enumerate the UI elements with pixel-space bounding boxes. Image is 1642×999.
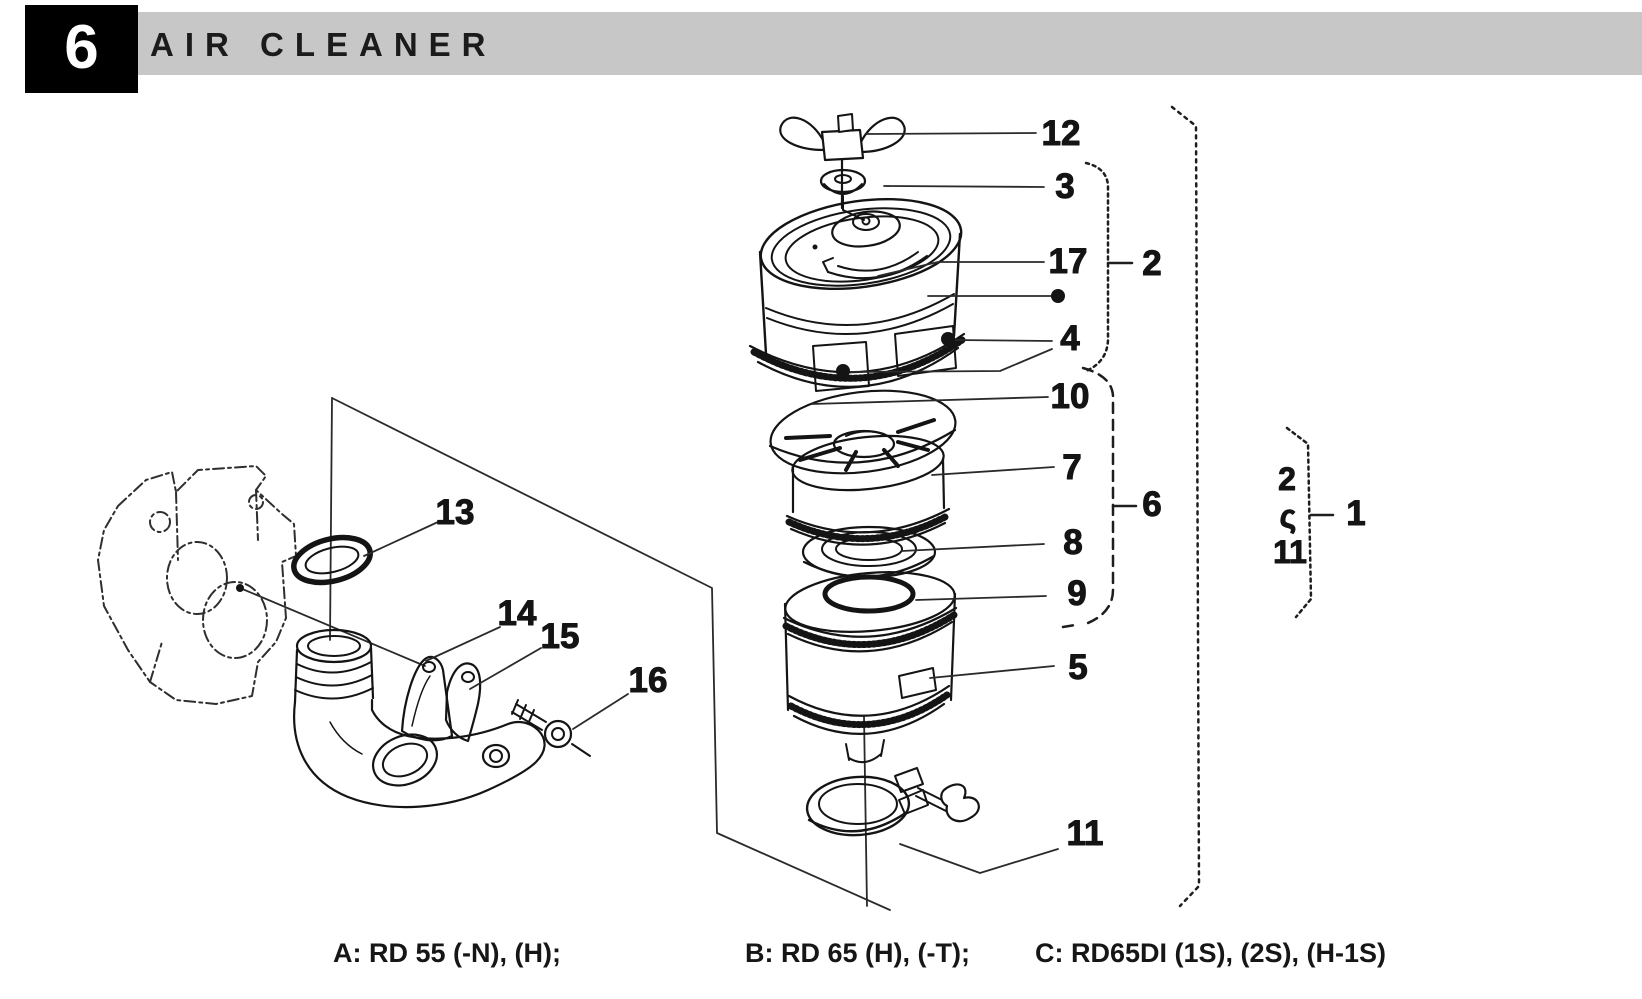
part-5-body	[782, 571, 958, 764]
part-10-seal-and-vane	[748, 332, 966, 475]
range-tilde: ς	[1280, 498, 1297, 534]
callout-9: 9	[1067, 574, 1086, 613]
range-to: 11	[1273, 534, 1307, 570]
part-15-clamp-strap	[444, 662, 482, 743]
model-variant-a: A: RD 55 (-N), (H);	[333, 938, 561, 968]
section-number-box: 6	[25, 5, 138, 93]
range-from: 2	[1278, 461, 1296, 497]
group-brackets	[1061, 105, 1335, 908]
callout-4: 4	[1060, 319, 1080, 358]
view-boundary-lines	[239, 397, 891, 911]
part-4-decal-right	[894, 325, 957, 377]
block-alignment-dot	[236, 584, 244, 592]
bracket-2	[1084, 161, 1110, 373]
callout-16: 16	[629, 661, 668, 700]
section-number: 6	[64, 13, 99, 82]
callout-7: 7	[1062, 448, 1081, 487]
bracket-6	[1081, 366, 1115, 625]
model-variant-c: C: RD65DI (1S), (2S), (H-1S)	[1035, 938, 1387, 968]
page-title: AIR CLEANER	[150, 26, 497, 63]
callout-2: 2	[1142, 244, 1161, 283]
part-9-o-ring	[822, 574, 916, 614]
callout-10: 10	[1051, 377, 1090, 416]
part-8-cup	[801, 525, 937, 579]
part-16-bolt	[511, 699, 591, 757]
callout-3: 3	[1055, 167, 1074, 206]
leader-dots	[836, 289, 1065, 378]
callout-15: 15	[541, 617, 580, 656]
callout-6: 6	[1142, 485, 1161, 524]
part-13-o-ring	[291, 534, 373, 586]
callout-17: 17	[1049, 242, 1088, 281]
callout-8: 8	[1063, 523, 1082, 562]
model-variant-b: B: RD 65 (H), (-T);	[745, 938, 970, 968]
bracket-1	[1285, 426, 1313, 619]
leader-lines	[363, 132, 1059, 874]
part-14-bracket	[400, 655, 454, 742]
part-11-clamp	[805, 767, 980, 837]
cover-assembly-drawing	[758, 197, 963, 392]
callout-14: 14	[498, 594, 537, 633]
engine-block-phantom-outline	[97, 465, 297, 705]
bracket-assembly-boundary	[1170, 105, 1201, 908]
header-bar	[88, 12, 1642, 75]
part-17-inner-lip	[826, 254, 929, 280]
callout-1: 1	[1346, 494, 1365, 533]
callout-5: 5	[1068, 648, 1087, 687]
callout-12: 12	[1042, 114, 1081, 153]
callout-11: 11	[1067, 814, 1104, 853]
callout-13: 13	[436, 493, 475, 532]
intake-elbow-drawing	[293, 628, 546, 809]
part-12-wing-nut	[779, 113, 906, 210]
